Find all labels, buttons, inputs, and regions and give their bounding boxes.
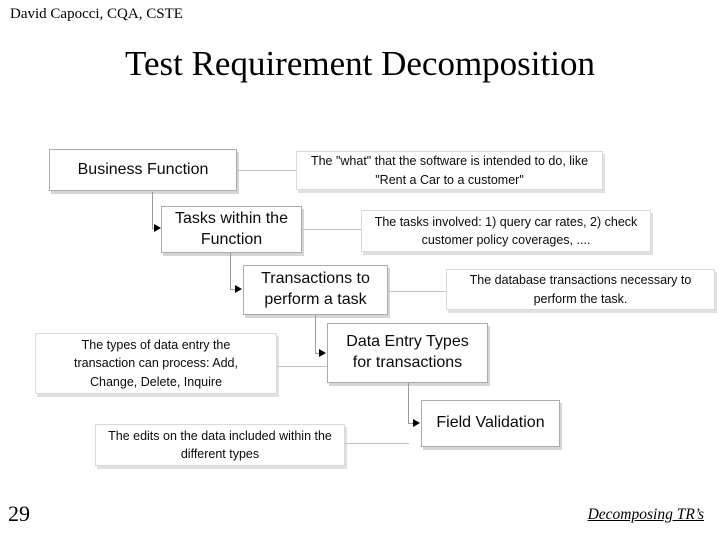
elbow-connector-transactions-to-dataentry — [315, 315, 316, 354]
arrowhead-icon — [235, 285, 242, 293]
elbow-connector-tasks-to-transactions — [230, 253, 231, 290]
annotation-tasks-involved: The tasks involved: 1) query car rates, … — [361, 210, 651, 252]
annotation-text: The tasks involved: 1) query car rates, … — [374, 214, 638, 247]
footer-link-decomposing-trs[interactable]: Decomposing TR’s — [587, 506, 704, 523]
flow-box-transactions: Transactions to perform a task — [243, 265, 388, 315]
arrowhead-icon — [154, 224, 161, 232]
annotation-text: The types of data entry the transaction … — [74, 338, 238, 389]
annotation-data-entry-types: The types of data entry the transaction … — [35, 333, 277, 394]
annotation-text: The "what" that the software is intended… — [310, 154, 589, 187]
flow-box-label: Tasks within the Function — [175, 209, 288, 248]
arrowhead-icon — [319, 349, 326, 357]
page-number: 29 — [8, 501, 30, 526]
elbow-connector-business-to-tasks — [152, 192, 153, 229]
elbow-connector-tasks-to-transactions — [230, 289, 236, 290]
flow-box-label: Transactions to perform a task — [261, 270, 370, 308]
leader-line-transactions-to-note — [388, 291, 446, 292]
flow-box-business-function: Business Function — [49, 149, 237, 191]
leader-line-business-to-note — [237, 170, 296, 171]
flow-box-label: Data Entry Types for transactions — [346, 333, 469, 371]
elbow-connector-dataentry-to-fieldvalidation — [408, 383, 409, 424]
leader-line-tasks-to-note — [302, 229, 361, 230]
elbow-connector-dataentry-to-fieldvalidation — [408, 423, 414, 424]
annotation-text: The database transactions necessary to p… — [469, 273, 692, 306]
flow-box-tasks-within-function: Tasks within the Function — [161, 206, 302, 253]
arrowhead-icon — [413, 419, 420, 427]
elbow-connector-transactions-to-dataentry — [315, 353, 320, 354]
author-credit: David Capocci, CQA, CSTE — [10, 6, 183, 22]
annotation-what: The "what" that the software is intended… — [296, 151, 603, 190]
flow-box-field-validation: Field Validation — [421, 400, 560, 447]
flow-box-label: Field Validation — [436, 414, 545, 432]
flow-box-label: Business Function — [77, 160, 209, 178]
leader-line-note-to-fieldvalidation — [345, 443, 409, 444]
page-title: Test Requirement Decomposition — [125, 44, 595, 83]
flow-box-data-entry-types: Data Entry Types for transactions — [327, 323, 488, 383]
leader-line-note-to-dataentry — [277, 366, 327, 367]
annotation-text: The edits on the data included within th… — [108, 428, 332, 461]
annotation-database-transactions: The database transactions necessary to p… — [446, 269, 715, 310]
annotation-edits: The edits on the data included within th… — [95, 424, 345, 466]
